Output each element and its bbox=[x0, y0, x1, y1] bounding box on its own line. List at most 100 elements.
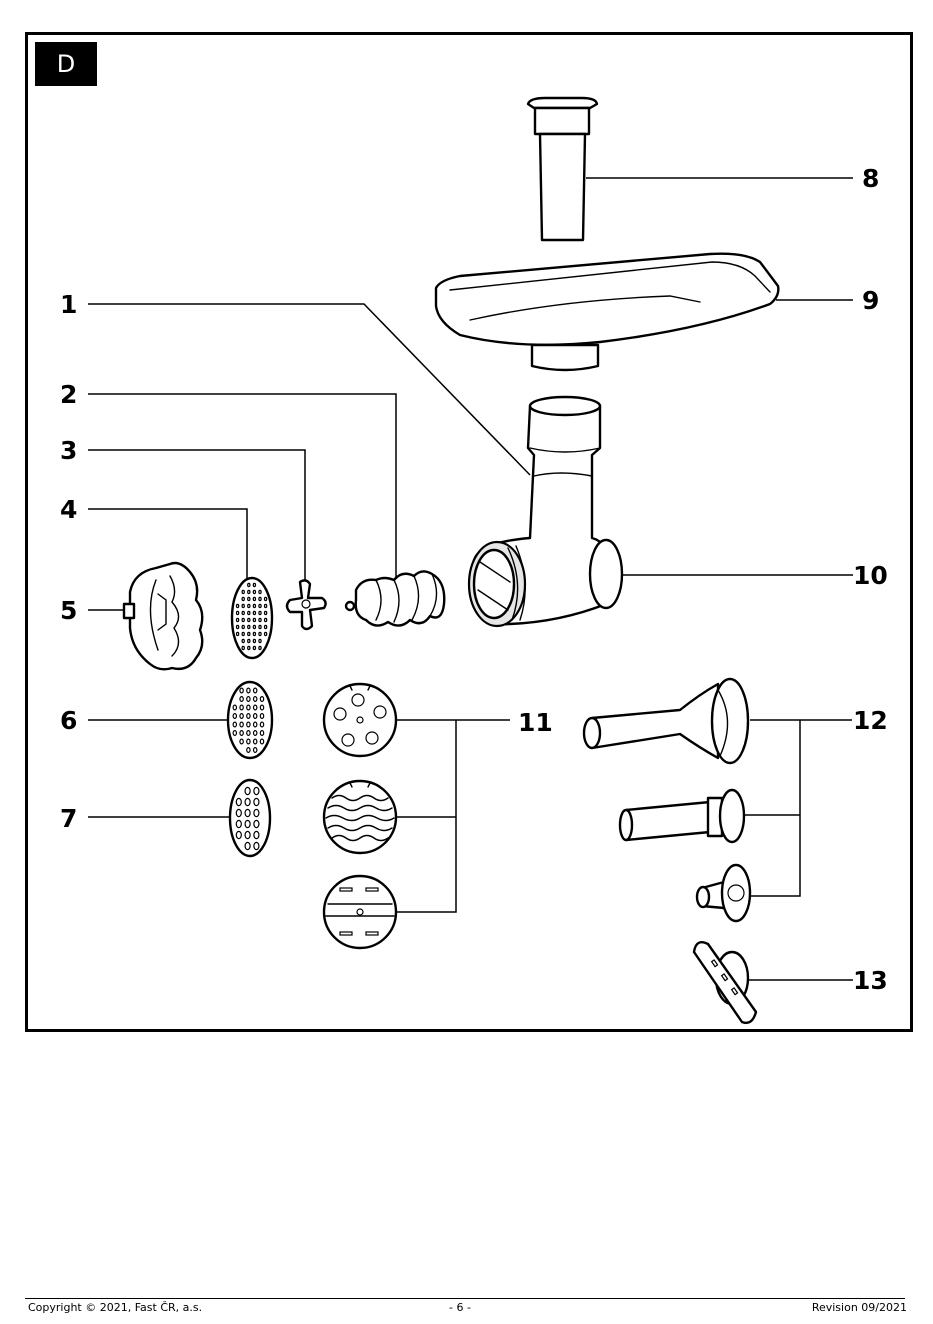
plate-hole bbox=[240, 722, 243, 727]
plate-hole bbox=[248, 604, 250, 607]
plate-hole bbox=[248, 618, 250, 621]
plate-hole bbox=[260, 722, 263, 727]
plate-hole bbox=[233, 705, 236, 710]
plate-hole bbox=[264, 611, 266, 614]
plate-hole bbox=[264, 597, 266, 600]
plate-hole bbox=[242, 604, 244, 607]
plate-hole bbox=[259, 590, 261, 593]
plate-hole bbox=[245, 820, 250, 827]
plate-hole bbox=[253, 590, 255, 593]
plate-hole bbox=[233, 722, 236, 727]
callout-5: 5 bbox=[60, 596, 77, 625]
callout-3: 3 bbox=[60, 436, 77, 465]
sausage-funnel-small-drawing bbox=[697, 865, 750, 921]
callout-12: 12 bbox=[853, 706, 888, 735]
plate-hole bbox=[254, 842, 259, 849]
plate-hole bbox=[236, 611, 238, 614]
plate-hole bbox=[254, 688, 257, 693]
callout-10: 10 bbox=[853, 561, 888, 590]
plate-hole bbox=[254, 798, 259, 805]
plate-hole bbox=[236, 604, 238, 607]
plate-hole bbox=[253, 646, 255, 649]
plate-hole bbox=[254, 714, 257, 719]
sausage-funnel-large-drawing bbox=[584, 679, 748, 763]
plate-hole bbox=[248, 646, 250, 649]
plate-hole bbox=[233, 731, 236, 736]
plate-hole bbox=[236, 820, 241, 827]
callout-9: 9 bbox=[862, 286, 879, 315]
plate-hole bbox=[259, 611, 261, 614]
plate-hole bbox=[260, 739, 263, 744]
plate-hole bbox=[245, 831, 250, 838]
food-pusher-drawing bbox=[528, 98, 597, 240]
plate-hole bbox=[254, 697, 257, 702]
plate-hole bbox=[248, 632, 250, 635]
plate-hole bbox=[233, 714, 236, 719]
plate-hole bbox=[264, 625, 266, 628]
sausage-funnel-medium-drawing bbox=[620, 790, 744, 842]
callout-13: 13 bbox=[853, 966, 888, 995]
plate-hole bbox=[259, 646, 261, 649]
grinding-plate-medium-drawing bbox=[228, 682, 272, 758]
plate-hole bbox=[240, 705, 243, 710]
plate-hole bbox=[247, 748, 250, 753]
plate-hole bbox=[236, 618, 238, 621]
plate-hole bbox=[248, 583, 250, 586]
plate-hole bbox=[236, 632, 238, 635]
ring-nut-drawing bbox=[124, 563, 202, 669]
plate-hole bbox=[253, 632, 255, 635]
plate-hole bbox=[259, 632, 261, 635]
plate-hole bbox=[264, 632, 266, 635]
plate-hole bbox=[260, 697, 263, 702]
plate-hole bbox=[253, 604, 255, 607]
feeding-tray-drawing bbox=[436, 254, 778, 370]
plate-hole bbox=[254, 831, 259, 838]
plate-hole bbox=[253, 611, 255, 614]
plate-hole bbox=[247, 739, 250, 744]
plate-hole bbox=[254, 705, 257, 710]
plate-hole bbox=[240, 688, 243, 693]
plate-hole bbox=[247, 688, 250, 693]
cutting-blade-drawing bbox=[287, 580, 326, 629]
callout-7: 7 bbox=[60, 804, 77, 833]
grinding-plate-small-drawing bbox=[232, 578, 272, 658]
plate-hole bbox=[236, 831, 241, 838]
plate-hole bbox=[248, 590, 250, 593]
plate-hole bbox=[259, 597, 261, 600]
plate-hole bbox=[264, 604, 266, 607]
plate-hole bbox=[248, 625, 250, 628]
plate-hole bbox=[254, 787, 259, 794]
plate-hole bbox=[254, 722, 257, 727]
footer-page-number: - 6 - bbox=[0, 1301, 920, 1314]
plate-hole bbox=[240, 731, 243, 736]
plate-hole bbox=[242, 618, 244, 621]
plate-hole bbox=[247, 697, 250, 702]
grinding-plate-large-drawing bbox=[230, 780, 270, 856]
slicing-disc-slots-drawing bbox=[324, 876, 396, 948]
plate-hole bbox=[242, 590, 244, 593]
plate-hole bbox=[248, 611, 250, 614]
plate-hole bbox=[242, 597, 244, 600]
plate-hole bbox=[260, 731, 263, 736]
callout-8: 8 bbox=[862, 164, 879, 193]
plate-hole bbox=[245, 798, 250, 805]
plate-hole bbox=[253, 583, 255, 586]
plate-hole bbox=[236, 798, 241, 805]
plate-hole bbox=[248, 597, 250, 600]
plate-hole bbox=[264, 618, 266, 621]
plate-hole bbox=[254, 809, 259, 816]
plate-hole bbox=[259, 625, 261, 628]
plate-hole bbox=[260, 705, 263, 710]
callout-11: 11 bbox=[518, 708, 553, 737]
callout-2: 2 bbox=[60, 380, 77, 409]
plate-hole bbox=[254, 731, 257, 736]
plate-hole bbox=[253, 625, 255, 628]
plate-hole bbox=[240, 714, 243, 719]
slicing-disc-round-holes-drawing bbox=[324, 684, 396, 756]
plate-hole bbox=[247, 714, 250, 719]
plate-hole bbox=[260, 714, 263, 719]
plate-hole bbox=[240, 739, 243, 744]
plate-hole bbox=[242, 611, 244, 614]
auger-drawing bbox=[346, 571, 444, 625]
